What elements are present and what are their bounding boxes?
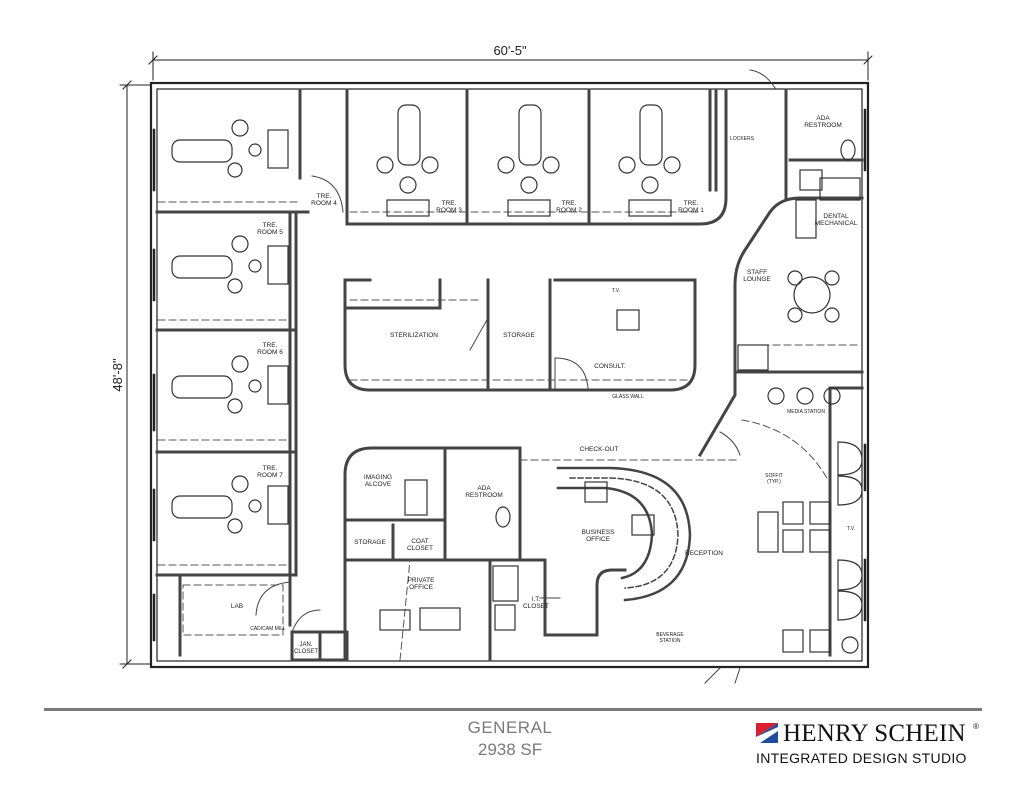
footer-rule [44,708,982,711]
top-treatment-walls [345,88,728,226]
consult-label: CONSULT. [594,363,626,370]
window-marks [152,108,867,642]
tv-reception-label: T.V. [847,526,855,532]
height-dimension [119,80,151,669]
tre-room-2-label: TRE.ROOM 2 [556,200,582,214]
lab-walls [178,576,349,662]
soffit-label: SOFFIT(TYP.) [765,473,783,485]
cadcam-label: CAD/CAM MILL [250,626,286,632]
check-out-label: CHECK-OUT [580,446,619,453]
tre-room-3-label: TRE.ROOM 3 [436,200,462,214]
exterior-walls [149,81,870,669]
soffit-lines [157,201,859,661]
tre-room-1-label: TRE.ROOM 1 [678,200,704,214]
jan-closet-label: JAN.CLOSET [294,642,318,655]
tre-room-6-label: TRE.ROOM 6 [257,342,283,356]
tv-consult-label: T.V. [612,288,620,294]
lab-label: LAB [231,603,243,610]
lockers-label: LOCKERS [730,136,755,142]
registered-mark: ® [973,722,979,731]
floor-plan: TRE.ROOM 4 TRE.ROOM 3 TRE.ROOM 2 TRE.ROO… [110,43,873,684]
storage-center-label: STORAGE [503,332,535,339]
reception-desk [556,466,692,602]
room-labels: TRE.ROOM 4 TRE.ROOM 3 TRE.ROOM 2 TRE.ROO… [231,115,858,655]
tre-room-4-label: TRE.ROOM 4 [311,193,337,207]
plan-name: GENERAL [467,718,553,737]
storage-small-label: STORAGE [354,539,386,546]
width-dimension [148,51,873,81]
dimension-labels: 60'-5" 48'-8" [110,43,527,392]
brand-name: HENRY SCHEIN [783,720,966,747]
plan-area: 2938 SF [477,740,543,759]
sterilization-label: STERILIZATION [390,332,438,339]
reception-label: RECEPTION [685,550,723,557]
tre-room-5-label: TRE.ROOM 5 [257,222,283,236]
left-treatment-walls [155,88,310,577]
glass-wall-label: GLASS WALL [612,394,644,400]
henry-schein-logo: HENRY SCHEIN ® INTEGRATED DESIGN STUDIO [756,720,986,770]
height-dimension-label: 48'-8" [110,358,125,392]
lower-center-walls [343,446,627,662]
it-closet-label: I.T.CLOSET [523,596,549,610]
fixtures [379,139,863,654]
door-swings [255,69,776,684]
center-core-walls [343,278,697,392]
brand-subtitle: INTEGRATED DESIGN STUDIO [756,750,967,766]
dental-chairs [171,104,681,534]
logo-flag-icon [756,723,778,743]
media-station-label: MEDIA STATION [787,409,825,415]
width-dimension-label: 60'-5" [493,43,527,58]
tre-room-7-label: TRE.ROOM 7 [257,465,283,479]
